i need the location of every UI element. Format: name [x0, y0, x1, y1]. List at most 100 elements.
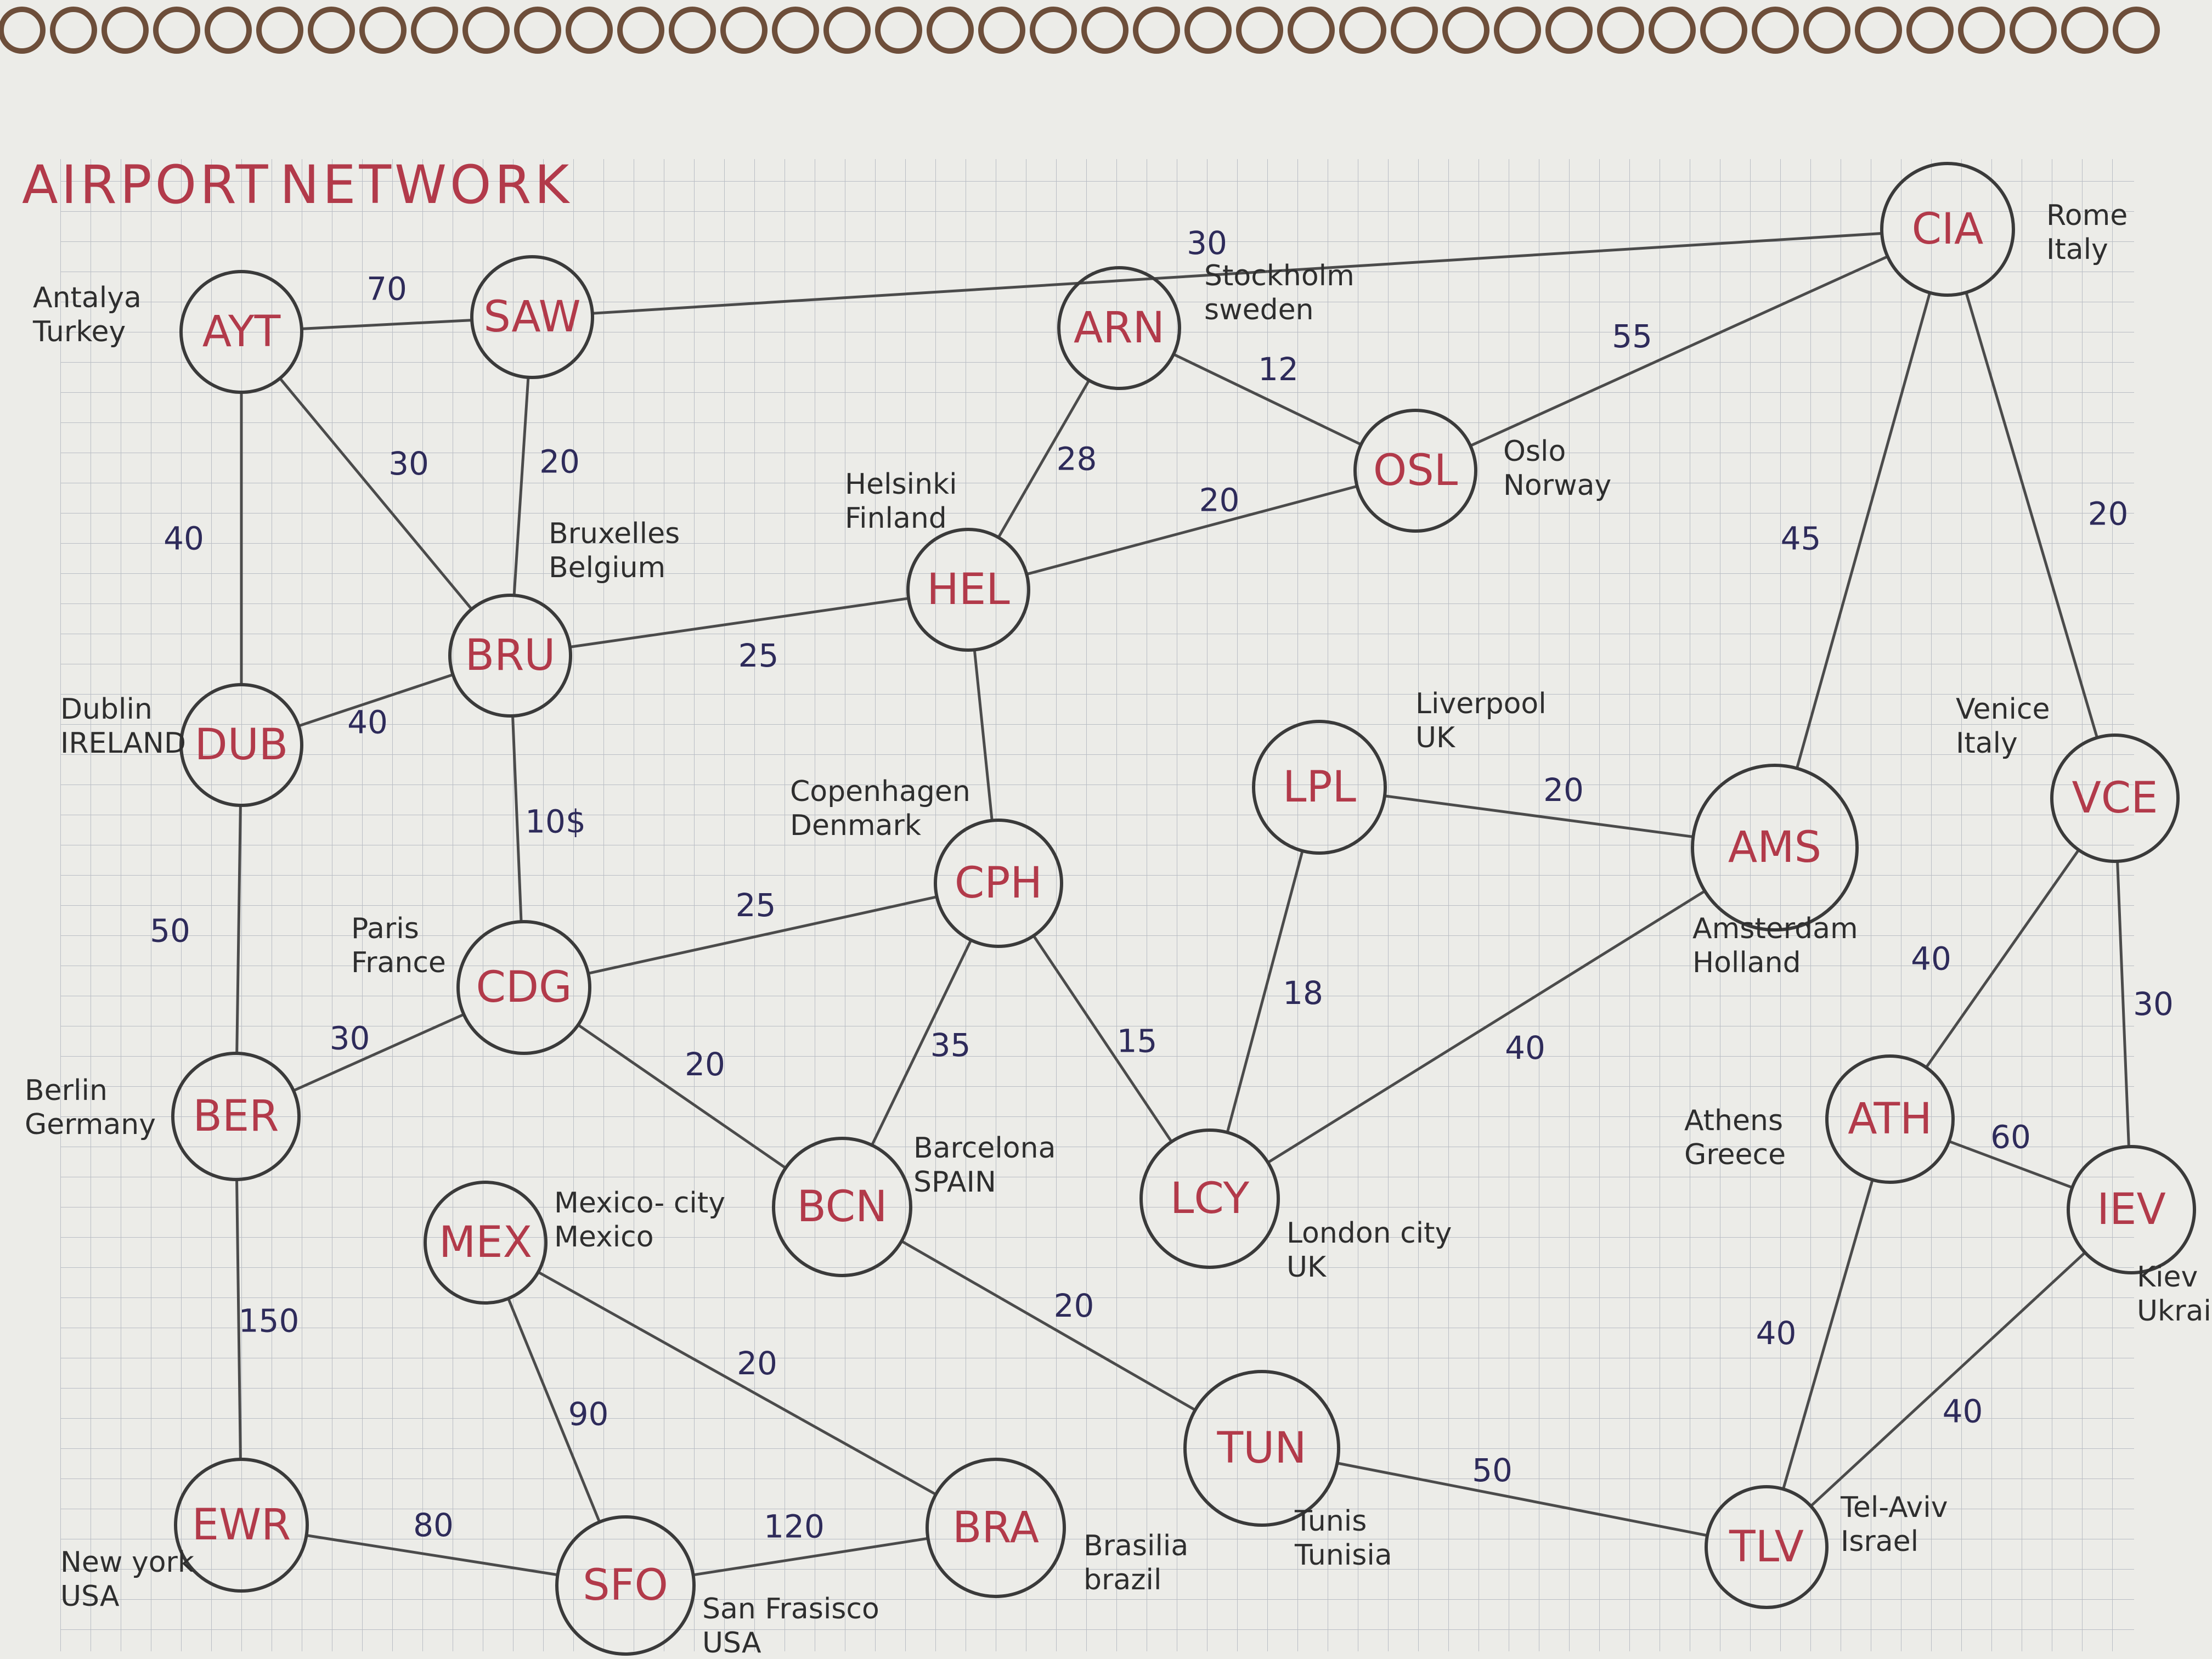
airport-code-label: BER: [193, 1092, 279, 1141]
airport-code-label: VCE: [2072, 774, 2158, 823]
spiral-ring: [1133, 7, 1180, 54]
edge-arn-osl: 12: [1173, 351, 1362, 446]
edge-line: [1384, 794, 1694, 838]
edge-osl-cia: 55: [1470, 255, 1888, 447]
country-name: IRELAND: [60, 727, 186, 760]
edge-line: [693, 1537, 928, 1577]
country-name: Greece: [1684, 1138, 1786, 1171]
edge-line: [279, 377, 473, 610]
edge-weight-label: 55: [1612, 318, 1652, 355]
grid-area: [60, 159, 2134, 1651]
edge-lpl-ams: 20: [1384, 771, 1694, 838]
spiral-ring: [462, 7, 510, 54]
city-name: New york: [60, 1546, 194, 1579]
country-name: USA: [702, 1627, 761, 1659]
spiral-binding: [0, 7, 2160, 54]
airport-node-circle: [772, 1137, 912, 1277]
edge-weight-label: 20: [1199, 482, 1240, 519]
spiral-ring: [0, 7, 46, 54]
city-name: London city: [1286, 1217, 1452, 1250]
spiral-ring: [720, 7, 768, 54]
airport-node-sfo: SFO: [555, 1515, 696, 1656]
airport-node-bra: BRA: [926, 1458, 1066, 1598]
city-name: Kiev: [2137, 1261, 2198, 1294]
spiral-ring: [875, 7, 922, 54]
edge-weight-label: 50: [1472, 1452, 1513, 1489]
spiral-ring: [1494, 7, 1541, 54]
airport-node-ath: ATH: [1825, 1054, 1955, 1184]
edge-line: [1267, 890, 1706, 1164]
edge-osl-hel: 20: [1026, 482, 1358, 576]
spiral-ring: [823, 7, 871, 54]
airport-code-label: CPH: [955, 859, 1042, 908]
airport-node-circle: [1691, 764, 1859, 932]
spiral-ring: [1803, 7, 1850, 54]
airport-node-tlv: TLV: [1705, 1485, 1829, 1609]
airport-node-lcy: LCY: [1139, 1128, 1280, 1269]
edge-weight-label: 20: [685, 1046, 725, 1083]
country-name: SPAIN: [913, 1166, 996, 1199]
edge-cph-lcy: 15: [1032, 935, 1173, 1143]
airport-node-bru: BRU: [448, 594, 572, 718]
spiral-ring: [205, 7, 252, 54]
spiral-ring: [772, 7, 819, 54]
airport-code-label: ARN: [1074, 303, 1165, 353]
edge-line: [871, 939, 973, 1146]
edge-weight-label: 20: [1543, 771, 1584, 809]
edge-sfo-bra: 120: [693, 1508, 928, 1577]
edge-line: [306, 1534, 558, 1577]
edge-vce-iev: 30: [2116, 861, 2174, 1147]
airport-node-iev: IEV: [2067, 1145, 2196, 1274]
country-name: sweden: [1204, 294, 1314, 326]
spiral-ring: [1081, 7, 1128, 54]
airport-code-label: EWR: [192, 1500, 291, 1550]
spiral-ring: [50, 7, 97, 54]
spiral-ring: [1236, 7, 1283, 54]
edge-weight-label: 20: [1054, 1287, 1094, 1324]
edge-weight-label: 40: [1505, 1029, 1545, 1066]
edge-line: [1026, 484, 1358, 576]
edge-weight-label: 25: [736, 887, 776, 924]
city-name: Mexico- city: [554, 1187, 725, 1220]
edge-line: [512, 377, 530, 596]
spiral-ring: [2113, 7, 2160, 54]
airport-node-ewr: EWR: [174, 1458, 309, 1593]
edge-hel-cph: [973, 650, 994, 821]
spiral-ring: [256, 7, 303, 54]
airport-code-label: HEL: [927, 565, 1010, 614]
city-name: Antalya: [33, 281, 142, 314]
airport-node-circle: [171, 1052, 301, 1181]
city-name: Bruxelles: [549, 517, 680, 550]
edge-cdg-ber: 30: [292, 1013, 465, 1092]
airport-code-label: BRU: [465, 631, 556, 680]
airport-node-cph: CPH: [934, 819, 1063, 948]
edge-line: [235, 1179, 242, 1460]
country-name: USA: [60, 1580, 120, 1613]
country-name: brazil: [1084, 1564, 1161, 1596]
edge-line: [1470, 255, 1888, 447]
edge-weight-label: 25: [738, 637, 779, 674]
edge-line: [511, 715, 523, 922]
title-word-network: NETWORK: [280, 154, 572, 216]
edge-saw-bru: 20: [512, 377, 580, 596]
edge-weight-label: 28: [1057, 441, 1097, 478]
edge-mex-sfo: 90: [507, 1297, 608, 1523]
airport-node-ayt: AYT: [179, 270, 303, 394]
edge-arn-hel: 28: [997, 380, 1097, 538]
edge-weight-label: 80: [413, 1506, 454, 1544]
spiral-ring: [1288, 7, 1335, 54]
edge-line: [901, 1240, 1196, 1412]
city-name: Dublin: [60, 693, 153, 726]
edge-weight-label: 50: [150, 912, 190, 950]
edge-ayt-saw: 70: [301, 270, 472, 330]
